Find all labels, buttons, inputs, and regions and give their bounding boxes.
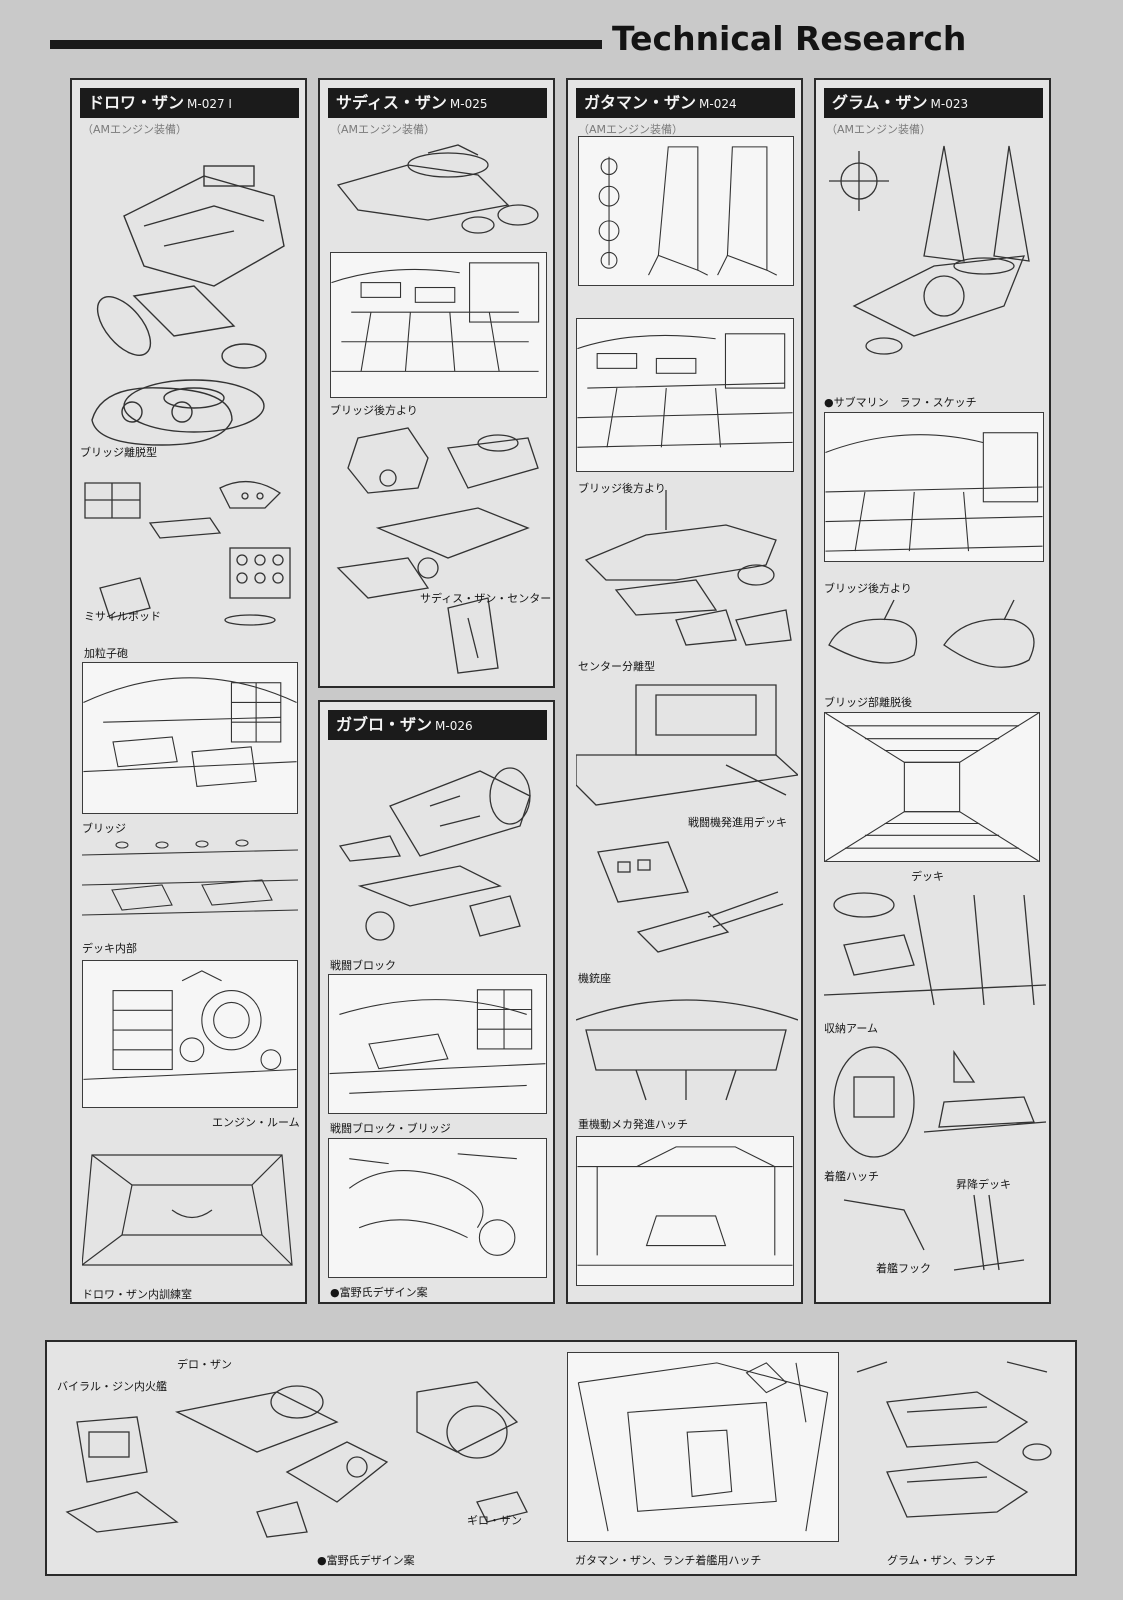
caption: 機銃座 [578, 972, 611, 985]
caption: デッキ内部 [82, 942, 137, 955]
landing-hatch-sketch [824, 1042, 1046, 1162]
caption: ●富野氏デザイン案 [330, 1286, 428, 1299]
center-separation-sketch [576, 480, 798, 650]
header-rule [50, 40, 602, 49]
engine-note: （AMエンジン装備） [330, 123, 436, 136]
three-view-sketch [578, 136, 794, 286]
ship-code: M-026 [435, 719, 473, 733]
caption: ブリッジ部離脱後 [824, 696, 912, 709]
launch-bay-sketch [576, 1136, 794, 1286]
caption: ●サブマリン ラフ・スケッチ [824, 396, 977, 409]
caption: サディス・ザン・センター [420, 592, 552, 605]
ship-name: ドロワ・ザン [88, 93, 185, 112]
caption: 重機動メカ発進ハッチ [578, 1118, 688, 1131]
deck-interior-sketch [82, 835, 298, 935]
caption: ブリッジ後方より [824, 582, 912, 595]
caption: ドロワ・ザン内訓練室 [82, 1288, 192, 1301]
caption: ガタマン・ザン、ランチ着艦用ハッチ [575, 1554, 762, 1567]
caption: ミサイルポッド [84, 610, 161, 623]
ship-code: M-025 [449, 97, 488, 111]
deck-sketch [824, 712, 1040, 862]
caption: センター分離型 [578, 660, 655, 673]
missile-pod-sketch [80, 478, 298, 628]
caption: 収納アーム [824, 1022, 879, 1035]
ship-name: ガタマン・ザン [584, 93, 697, 112]
training-room-sketch [82, 1135, 298, 1275]
ship-code: M-027 I [187, 97, 232, 111]
caption: ブリッジ離脱型 [80, 446, 157, 459]
bridge-sketch [82, 662, 298, 814]
center-section-sketch [328, 418, 550, 678]
caption: 戦闘機発進用デッキ [688, 816, 787, 829]
gun-turret-sketch [578, 832, 794, 962]
caption: デッキ [911, 870, 944, 883]
caption: 昇降デッキ [956, 1178, 1011, 1191]
caption: グラム・ザン、ランチ [887, 1554, 997, 1567]
dero-zan-sketch [57, 1362, 557, 1542]
gram-zan-launch-sketch [847, 1352, 1069, 1542]
storage-arm-sketch [824, 885, 1046, 1015]
ship-code: M-024 [699, 97, 737, 111]
ship-sketch [328, 135, 548, 245]
caption: バイラル・ジン内火艦 [57, 1380, 167, 1393]
caption: 着艦フック [876, 1262, 931, 1275]
bridge-rear-sketch [330, 252, 547, 398]
bridge-separation-sketch [824, 595, 1046, 685]
ship-name: グラム・ザン [832, 93, 928, 112]
tomino-design-sketch [328, 1138, 547, 1278]
caption: ブリッジ後方より [578, 482, 666, 495]
caption: ●富野氏デザイン案 [317, 1554, 415, 1567]
fighter-deck-sketch [576, 675, 798, 815]
battle-block-sketch [330, 746, 546, 946]
caption: ブリッジ [82, 822, 126, 835]
ship-sketch [84, 136, 296, 436]
landing-hatch-sketch [567, 1352, 839, 1542]
caption: 着艦ハッチ [824, 1170, 879, 1183]
engine-note: （AMエンジン装備） [826, 123, 932, 136]
engine-note: （AMエンジン装備） [82, 123, 188, 136]
caption: 戦闘ブロック・ブリッジ [330, 1122, 451, 1135]
caption: 加粒子砲 [84, 647, 128, 660]
caption: エンジン・ルーム [212, 1116, 300, 1129]
engine-room-sketch [82, 960, 298, 1108]
heavy-mech-hatch-sketch [576, 990, 798, 1110]
landing-hook-sketch [824, 1190, 1046, 1280]
bottom-panel: デロ・ザン バイラル・ジン内火艦 ギロ・ザン ●富野氏デザイン案 ガタマン・ザン… [45, 1340, 1077, 1576]
bridge-rear-sketch [576, 318, 794, 472]
bridge-module-sketch [82, 380, 242, 450]
submarine-sketch [824, 136, 1046, 386]
bridge-rear-sketch [824, 412, 1044, 562]
ship-name: ガブロ・ザン [336, 715, 433, 734]
page-title: Technical Research [612, 19, 967, 58]
caption: 戦闘ブロック [330, 959, 396, 972]
caption: ギロ・ザン [467, 1514, 522, 1527]
ship-name: サディス・ザン [336, 93, 447, 112]
caption: デロ・ザン [177, 1358, 232, 1371]
caption: ブリッジ後方より [330, 404, 418, 417]
ship-code: M-023 [930, 97, 969, 111]
battle-block-bridge-sketch [328, 974, 547, 1114]
engine-note: （AMエンジン装備） [578, 123, 684, 136]
